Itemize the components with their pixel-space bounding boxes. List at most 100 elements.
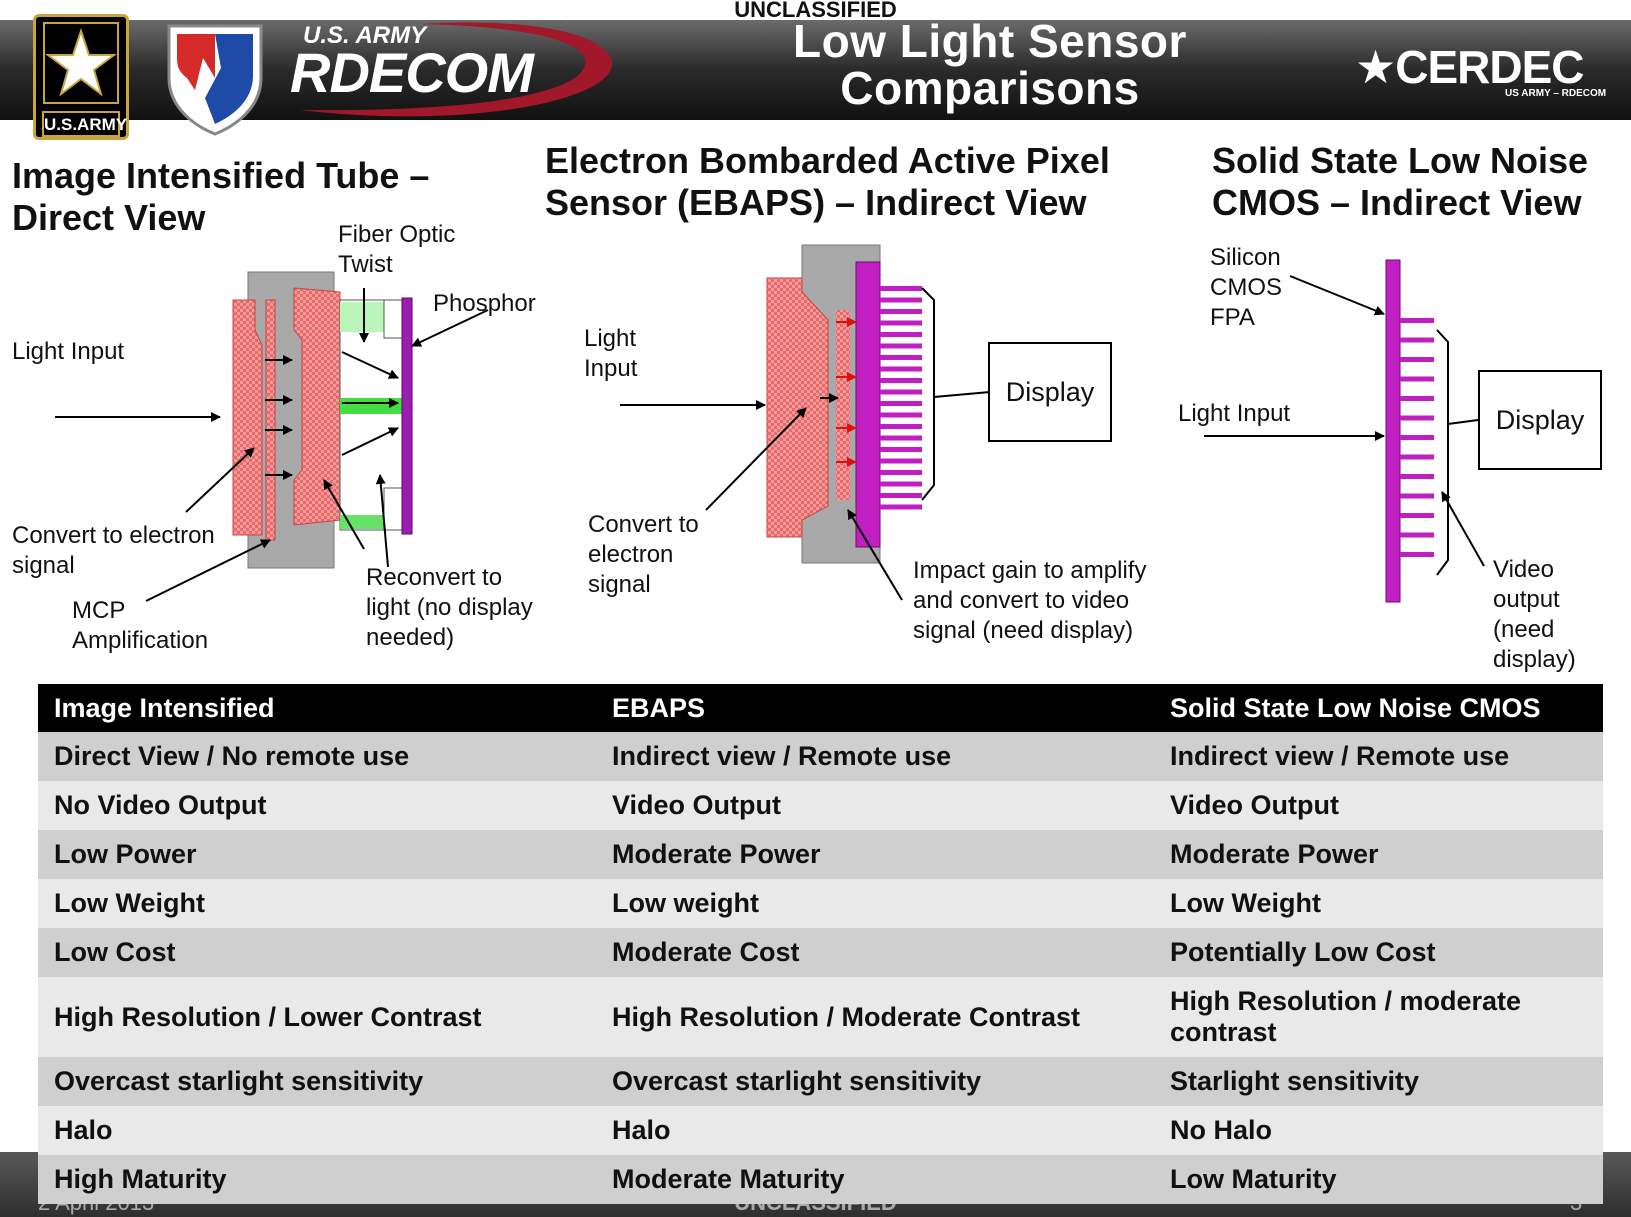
cmos-video-pointer — [1441, 491, 1485, 567]
ebaps-pixel-pin — [880, 458, 922, 464]
table-cell: Direct View / No remote use — [38, 732, 596, 781]
table-cell: High Resolution / moderate contrast — [1154, 977, 1603, 1057]
ebaps-light-input-label: Light Input — [584, 324, 637, 384]
cmos-pixel-pin — [1400, 454, 1434, 460]
ebaps-impact-line2: and convert to video — [913, 587, 1130, 614]
silicon-line2: CMOS — [1210, 274, 1282, 301]
table-cell: Video Output — [1154, 781, 1603, 830]
ebaps-light-line1: Light — [584, 325, 637, 352]
ebaps-pixel-pin — [880, 493, 922, 498]
cerdec-sub-text: US ARMY – RDECOM — [1505, 88, 1607, 99]
ebaps-pixel-pin — [880, 412, 922, 418]
cmos-pixel-pin — [1400, 357, 1434, 362]
table-cell: Starlight sensitivity — [1154, 1057, 1603, 1106]
table-cell: Low Maturity — [1154, 1155, 1603, 1204]
ebaps-pixel-pin — [880, 297, 922, 303]
ebaps-pixel-pin — [880, 435, 922, 441]
table-cell: Overcast starlight sensitivity — [38, 1057, 596, 1106]
fiber-optic-line2: Twist — [338, 251, 393, 278]
ebaps-convert-line2: electron — [588, 541, 674, 568]
cmos-pixel-pin — [1400, 513, 1434, 518]
ebaps-display-box: Display — [988, 342, 1112, 442]
ebaps-convert-label: Convert to electron signal — [588, 510, 699, 600]
ebaps-readout-bracket — [921, 287, 935, 501]
table-cell: Halo — [38, 1106, 596, 1155]
ebaps-pixel-pin — [880, 504, 922, 510]
ebaps-pixel-pin — [880, 401, 922, 406]
table-cell: Moderate Maturity — [596, 1155, 1154, 1204]
video-line3: (need — [1493, 616, 1555, 643]
table-cell: No Halo — [1154, 1106, 1603, 1155]
table-cell: Low Weight — [1154, 879, 1603, 928]
fiber-optic-line1: Fiber Optic — [338, 221, 456, 248]
tube-notch-top — [383, 299, 403, 339]
tube-diagram — [55, 271, 489, 602]
tube-notch-bottom — [383, 487, 403, 531]
cmos-pixel-pins — [1400, 318, 1434, 557]
video-line4: display) — [1493, 646, 1576, 673]
ebaps-diagram — [620, 244, 991, 601]
ebaps-impact-line1: Impact gain to amplify — [913, 557, 1147, 584]
silicon-line1: Silicon — [1210, 244, 1281, 271]
tube-mcp — [265, 299, 276, 541]
table-row: Direct View / No remote use Indirect vie… — [38, 732, 1603, 781]
mcp-line2: Amplification — [72, 627, 209, 654]
ebaps-pixel-pin — [880, 424, 922, 429]
sensor-diagrams — [55, 244, 1485, 603]
army-logo-label: U.S.ARMY — [42, 111, 127, 137]
us-army-logo: U.S.ARMY — [33, 14, 129, 140]
tube-convert-label: Convert to electron signal — [12, 521, 215, 581]
ebaps-pixel-pin — [880, 481, 922, 487]
table-cell: No Video Output — [38, 781, 596, 830]
tube-title-line2: Direct View — [12, 197, 206, 238]
tube-photocathode — [232, 299, 263, 536]
table-cell: Moderate Power — [596, 830, 1154, 879]
table-cell: High Resolution / Moderate Contrast — [596, 977, 1154, 1057]
ebaps-panel-title: Electron Bombarded Active Pixel Sensor (… — [545, 140, 1110, 224]
cmos-pixel-pin — [1400, 493, 1434, 499]
cmos-pixel-pin — [1400, 337, 1434, 343]
ebaps-title-line1: Electron Bombarded Active Pixel — [545, 140, 1110, 181]
tube-panel-title: Image Intensified Tube – Direct View — [12, 155, 429, 239]
tube-convert-line1: Convert to electron — [12, 522, 215, 549]
rdecom-logo-text: RDECOM — [290, 41, 534, 104]
table-cell: Low Power — [38, 830, 596, 879]
slide-title-line2: Comparisons — [840, 62, 1140, 114]
cmos-video-output-label: Video output (need display) — [1493, 555, 1576, 675]
convert-pointer — [185, 447, 255, 513]
ebaps-pixel-pin — [880, 320, 922, 326]
comparison-table: Image Intensified EBAPS Solid State Low … — [38, 684, 1603, 1204]
table-header-cell: Solid State Low Noise CMOS — [1154, 684, 1603, 732]
cmos-panel-title: Solid State Low Noise CMOS – Indirect Vi… — [1212, 140, 1588, 224]
cmos-display-box: Display — [1478, 370, 1602, 470]
table-cell: Overcast starlight sensitivity — [596, 1057, 1154, 1106]
cmos-pixel-pin — [1400, 396, 1434, 401]
header-banner — [0, 20, 1631, 120]
cerdec-logo: ★CERDEC — [1355, 41, 1584, 93]
table-cell: Low Weight — [38, 879, 596, 928]
cmos-to-display-line — [1447, 419, 1479, 425]
cmos-pixel-pin — [1400, 376, 1434, 382]
rdecom-shield-icon — [167, 24, 263, 136]
table-cell: Indirect view / Remote use — [1154, 732, 1603, 781]
silicon-cmos-label: Silicon CMOS FPA — [1210, 243, 1282, 333]
tube-light-input-label: Light Input — [12, 338, 125, 365]
ebaps-pixel-pins — [880, 286, 922, 510]
mcp-label: MCP Amplification — [72, 596, 208, 656]
ebaps-pixel-array — [855, 261, 881, 548]
tube-title-line1: Image Intensified Tube – — [12, 155, 430, 196]
silicon-line3: FPA — [1210, 304, 1255, 331]
cmos-pixel-pin — [1400, 532, 1434, 538]
table-row: No Video Output Video Output Video Outpu… — [38, 781, 1603, 830]
slide-title: Low Light Sensor Comparisons — [740, 18, 1240, 112]
cmos-readout-bracket — [1436, 329, 1449, 576]
ebaps-pixel-pin — [880, 355, 922, 360]
ebaps-pixel-pin — [880, 343, 922, 349]
cmos-title-line1: Solid State Low Noise — [1212, 140, 1589, 181]
ebaps-title-line2: Sensor (EBAPS) – Indirect View — [545, 182, 1087, 223]
cmos-title-line2: CMOS – Indirect View — [1212, 182, 1582, 223]
cmos-pixel-pin — [1400, 318, 1434, 323]
tube-electron-arrow-1 — [341, 351, 399, 379]
ebaps-pixel-pin — [880, 366, 922, 372]
mcp-pointer — [145, 539, 271, 602]
